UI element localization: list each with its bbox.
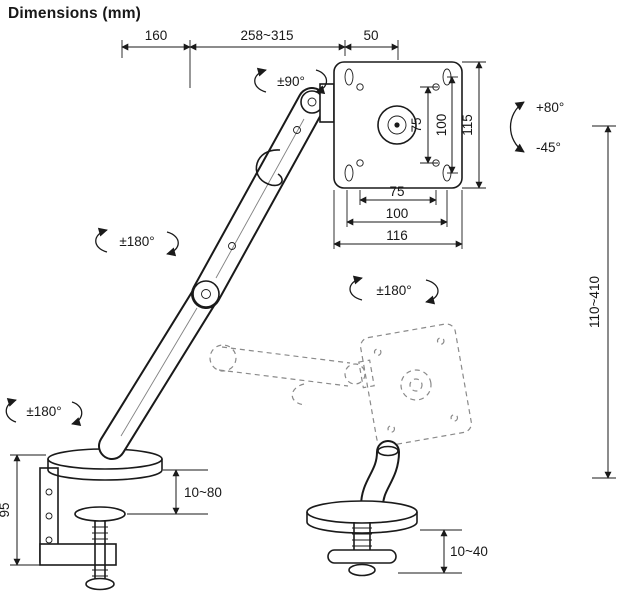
angle-head-swivel: ±90°: [254, 67, 328, 95]
angle-base-swivel: ±180°: [5, 398, 83, 426]
dim-label-desk-thickness-clamp: 10~80: [184, 485, 222, 500]
dim-arm-reach-258-315: 258~315: [189, 28, 346, 56]
clamp-knob: [85, 577, 115, 591]
dim-desk-thickness-clamp: 10~80: [127, 469, 222, 515]
dim-label-vesa-v-inner: 75: [409, 117, 424, 132]
angle-vesa-rotation: ±180°: [349, 275, 439, 305]
dim-label-head-offset: 50: [363, 28, 378, 43]
angle-label-head-swivel: ±90°: [277, 74, 305, 89]
dim-head-offset-50: 50: [344, 28, 399, 60]
vesa-center-hub: [377, 105, 417, 145]
angle-label-tilt-up: +80°: [536, 100, 564, 115]
dim-label-vesa-h-outer: 100: [386, 206, 409, 221]
dim-vesa-horizontal-75: 75: [359, 184, 437, 205]
dim-clamp-height-95: 95: [0, 454, 46, 566]
clamp-screw-threads: [92, 526, 108, 577]
dim-label-plate-width: 116: [386, 228, 408, 243]
angle-label-base-swivel: ±180°: [26, 404, 61, 419]
dim-label-plate-height: 115: [460, 114, 475, 136]
clamp-bottom-arm: [39, 543, 117, 566]
ghost-vesa-plate: [360, 323, 472, 447]
elbow-joint: [192, 280, 220, 308]
dim-desk-thickness-grommet: 10~40: [398, 529, 488, 574]
dim-label-rear-offset: 160: [145, 28, 168, 43]
grommet-wing-nut: [348, 563, 376, 577]
dim-vesa-horizontal-100: 100: [346, 190, 448, 227]
grommet-rod-threads: [352, 527, 372, 547]
dim-label-vesa-h-inner: 75: [389, 184, 404, 199]
angle-label-tilt-down: -45°: [536, 140, 561, 155]
grommet-mount: [306, 440, 418, 577]
angle-tilt: +80° -45°: [510, 100, 564, 155]
angle-label-vesa-rotation: ±180°: [376, 283, 411, 298]
dim-label-clamp-height: 95: [0, 502, 12, 517]
grommet-base-top: [306, 500, 418, 524]
dim-rear-offset-160: 160: [121, 28, 191, 88]
dim-label-vesa-v-outer: 100: [434, 114, 449, 137]
dim-label-desk-thickness-grommet: 10~40: [450, 544, 488, 559]
grommet-clamp-plate: [327, 549, 397, 564]
grommet-pole-top: [377, 445, 399, 457]
angle-elbow-swivel: ±180°: [95, 227, 179, 257]
desk-clamp: [39, 467, 126, 591]
monitor-arm: [47, 83, 335, 481]
ghost-arm: [209, 344, 375, 406]
dim-vesa-vertical-75: 75: [409, 86, 438, 164]
angle-label-elbow-swivel: ±180°: [119, 234, 154, 249]
dim-label-height-range: 110~410: [587, 276, 602, 328]
dim-label-arm-reach: 258~315: [241, 28, 294, 43]
base-disc-bottom: [47, 469, 163, 481]
clamp-pad: [74, 506, 126, 522]
dim-vesa-vertical-100: 100: [434, 76, 458, 174]
dim-plate-width-116: 116: [333, 190, 463, 249]
dim-plate-height-115: 115: [460, 61, 486, 189]
cable-hook: [255, 149, 283, 187]
dim-height-range: 110~410: [587, 125, 616, 479]
page-title: Dimensions (mm): [8, 5, 141, 22]
